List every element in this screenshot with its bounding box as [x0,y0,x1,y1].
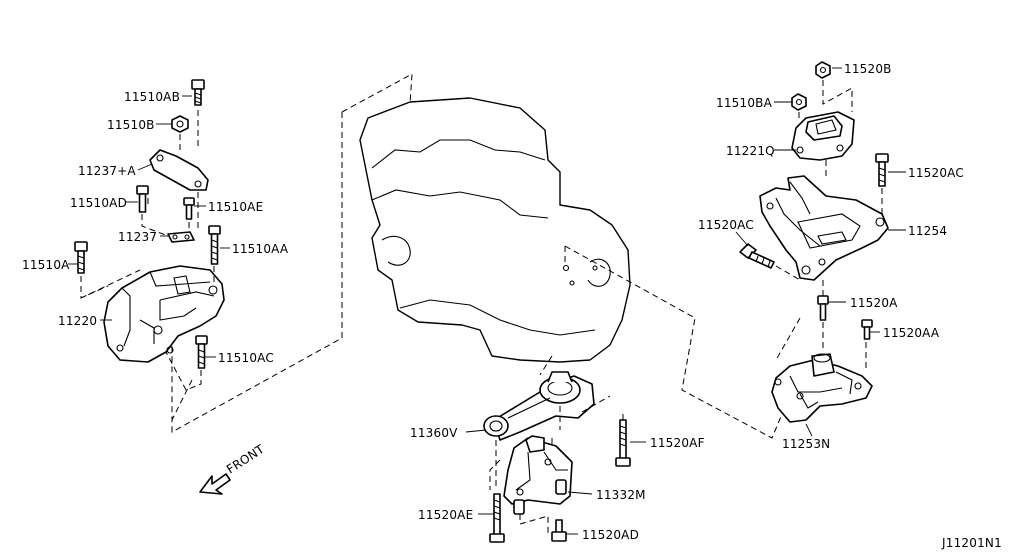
nut-11510B [171,115,189,133]
label-11221Q: 11221Q [726,144,775,158]
label-11520AC-right: 11520AC [908,166,964,180]
bolt-11520AD [551,519,567,542]
engine-block-outline [359,97,631,363]
label-11237: 11237 [118,230,157,244]
torque-rod-assembly [483,371,631,543]
label-11220: 11220 [58,314,97,328]
bolt-11510A [74,241,88,274]
diagram-id: J11201N1 [941,536,1002,550]
right-mount-assembly [739,61,889,423]
torque-rod-11360V [483,371,595,441]
label-11520AD: 11520AD [582,528,639,542]
engine-mount-11220 [103,265,225,363]
engine-mount-11253N [771,353,873,423]
bolt-11520AA [861,319,873,340]
bolt-11510AE [183,197,195,220]
bracket-11221Q [791,111,855,161]
label-11520AF: 11520AF [650,436,705,450]
assembly-dashed-lines [171,73,791,439]
label-11520A: 11520A [850,296,898,310]
label-11520AE: 11520AE [418,508,473,522]
nut-11520B [815,61,831,79]
bolt-11520A [817,295,829,321]
label-11510BA: 11510BA [716,96,773,110]
label-11510AD: 11510AD [70,196,127,210]
label-11254: 11254 [908,224,947,238]
label-11520AC-left: 11520AC [698,218,754,232]
label-11510B: 11510B [107,118,155,132]
bolt-11510AB [191,79,205,106]
bracket-11254 [759,175,889,281]
label-11520AA: 11520AA [883,326,940,340]
front-label: FRONT [224,442,267,477]
label-11510AE: 11510AE [208,200,263,214]
left-mount-assembly [74,79,225,421]
bolt-11510AC [195,335,208,369]
label-11237A: 11237+A [78,164,136,178]
bracket-11237 [167,231,195,243]
bolt-11520AF [615,419,631,467]
bolt-11510AA [208,225,221,265]
leader-lines [68,67,906,535]
bolt-11520AC-left [739,243,775,269]
label-11510AC: 11510AC [218,351,274,365]
front-direction-indicator: FRONT [199,442,267,495]
label-11510AA: 11510AA [232,242,289,256]
label-11360V: 11360V [410,426,458,440]
bolt-11520AC-right [875,153,889,187]
bracket-11237A [149,149,209,191]
label-11510A: 11510A [22,258,70,272]
nut-11510BA [791,93,807,111]
part-labels: 11510AB 11510B 11237+A 11510AD 11510AE 1… [22,62,1002,550]
label-11332M: 11332M [596,488,646,502]
label-11253N: 11253N [782,437,830,451]
label-11520B: 11520B [844,62,892,76]
bracket-11332M [503,435,573,515]
bolt-11510AD [136,185,149,213]
label-11510AB: 11510AB [124,90,180,104]
bolt-11520AE [489,493,505,543]
